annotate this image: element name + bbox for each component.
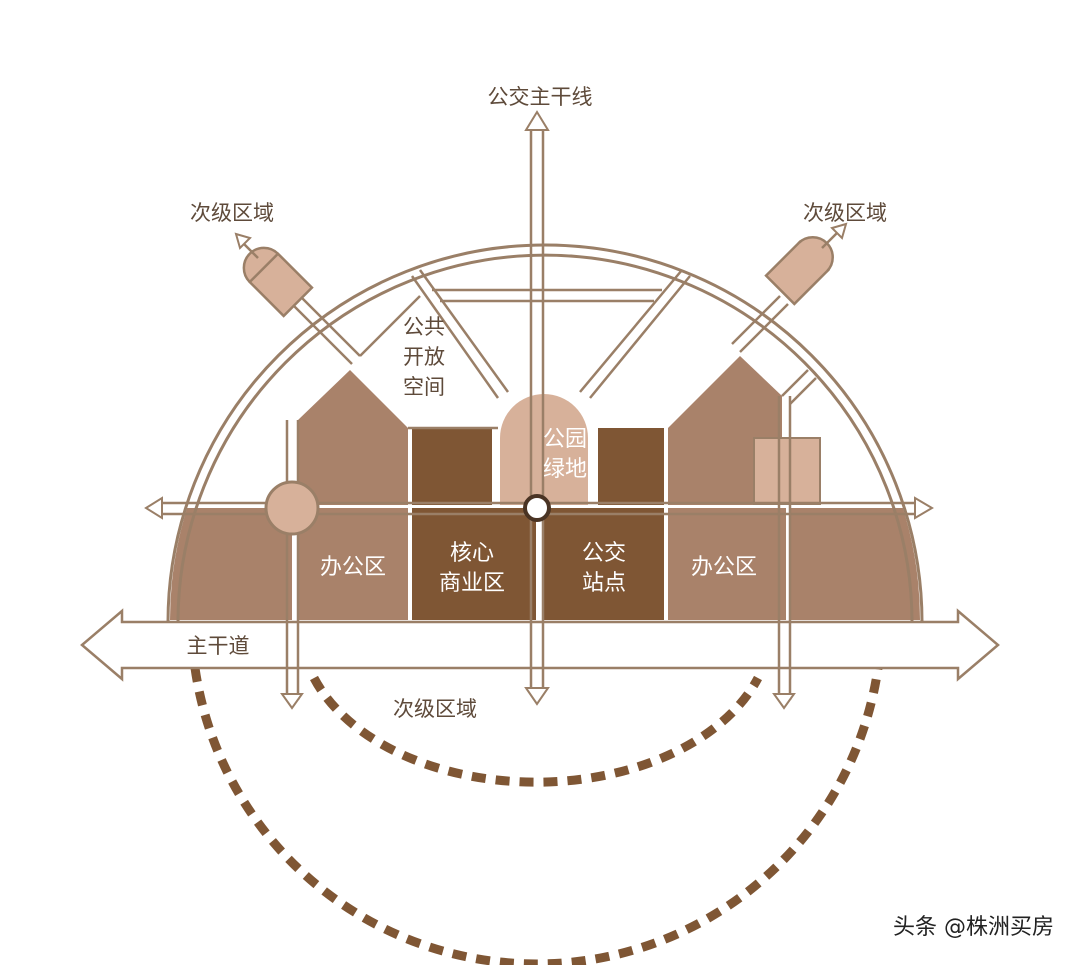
diamond-right-2 [589,275,691,399]
main-road-arrow [80,608,1000,682]
pod-right-arrowhead [830,222,848,240]
label-public-space-3: 空间 [403,375,445,399]
right-spur-2 [789,377,817,405]
pod-left-arrowhead [234,232,252,250]
label-public-space-1: 公共 [403,315,445,339]
outer-boundary [166,243,924,623]
diag-left-b [291,303,353,365]
label-park-1: 公园 [543,427,587,452]
space-left-1 [359,295,421,357]
diag-left-a [299,295,361,357]
left-node [264,480,320,536]
block-bus-lower [544,508,664,620]
label-core-1: 核心 [450,541,494,566]
label-office-left: 办公区 [320,555,386,580]
transit-arrowhead-bottom [524,687,550,706]
transit-arrowhead-top [524,110,550,131]
label-office-right: 办公区 [691,555,757,580]
outer-dotted-arc [190,667,883,965]
secondary-pod-right [764,222,848,306]
crossing-roads [285,622,792,668]
right-spur-1 [781,369,809,397]
outer-circle-arc-1 [166,243,924,623]
pod-right-arrow-shaft [821,231,839,249]
label-park-2: 绿地 [543,457,587,482]
block-core-lower [412,508,536,620]
watermark-text: 头条 @株洲买房 [893,915,1054,940]
mid-road-arrow-right [914,496,934,520]
diag-right-a [731,295,781,345]
label-public-space-2: 开放 [403,345,445,369]
block-core-upper [412,428,492,505]
label-secondary-bottom: 次级区域 [393,697,477,721]
diamond-right-1 [579,269,683,393]
outer-circle-arc-2 [176,253,914,623]
pod-left-shape [242,246,314,318]
diamond-left-2 [410,275,500,399]
label-secondary-right: 次级区域 [803,201,887,225]
label-core-2: 商业区 [439,571,505,596]
right-road-arrowhead [772,693,796,710]
block-office-left [298,508,408,620]
label-secondary-left: 次级区域 [190,201,274,225]
secondary-pod-left [234,232,314,318]
label-bus-1: 公交 [582,541,626,566]
block-bus-upper [598,428,664,505]
center-node [523,494,551,522]
diag-right-b [739,303,789,353]
block-office-left-upper [298,370,408,505]
inner-dotted-arc [310,675,762,787]
diamond-left-1 [418,269,510,393]
mid-road-arrow-left [144,496,163,520]
block-right-square [753,437,821,505]
label-top-transit: 公交主干线 [488,85,593,109]
block-office-right [668,508,786,620]
secondary-zone-dotted-arcs [190,667,883,965]
label-bus-2: 站点 [582,571,626,596]
label-main-road: 主干道 [187,634,250,658]
left-road-arrowhead [280,693,304,710]
land-blocks [170,356,920,620]
